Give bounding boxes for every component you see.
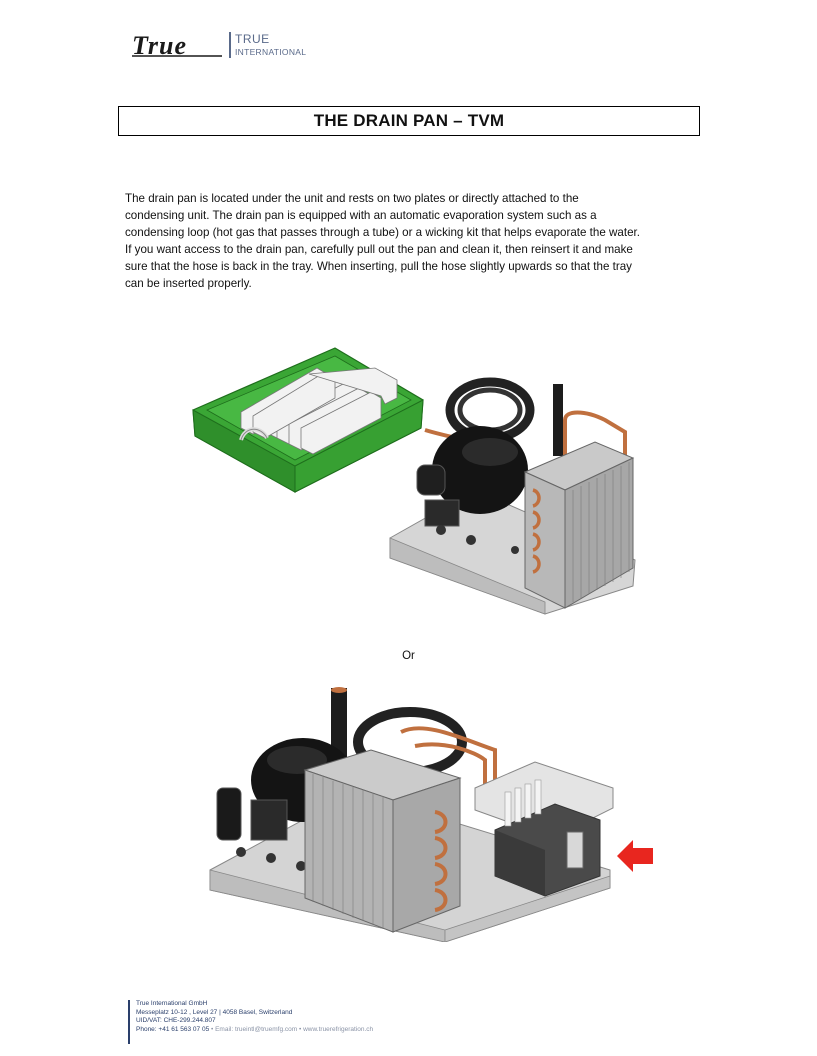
true-wordmark: True [132, 31, 222, 60]
footer-company: True International GmbH [136, 1000, 208, 1007]
condensing-unit-1 [389, 377, 636, 615]
footer-contact-block: True International GmbH Messeplatz 10-12… [128, 1000, 373, 1044]
body-line: sure that the hose is back in the tray. … [125, 260, 632, 273]
footer-phone-line: Phone: +41 61 563 07 05 • Email: trueint… [136, 1026, 373, 1035]
body-line: condensing unit. The drain pan is equipp… [125, 209, 597, 222]
page-title-box: THE DRAIN PAN – TVM [118, 106, 700, 136]
figure-1-illustration [192, 347, 636, 615]
svg-text:True: True [132, 31, 187, 60]
body-line: condensing loop (hot gas that passes thr… [125, 226, 640, 239]
logo-text-true: TRUE [235, 32, 270, 46]
body-line: can be inserted properly. [125, 277, 252, 290]
body-paragraph: The drain pan is located under the unit … [125, 190, 705, 292]
footer-vat: UID/VAT: CHE-299.244.807 [136, 1017, 216, 1024]
logo-text-international: INTERNATIONAL [235, 47, 307, 57]
true-logo: True TRUE INTERNATIONAL [130, 30, 310, 62]
figure-2-illustration [209, 687, 653, 943]
figure-unit-with-drain-pan [205, 680, 665, 943]
footer-address: Messeplatz 10-12 , Level 27 | 4058 Basel… [136, 1008, 293, 1016]
footer-email-website: • Email: trueintl@truemfg.com • www.true… [209, 1025, 374, 1033]
red-arrow-indicator [617, 840, 653, 872]
figure-drain-pan-and-unit [185, 340, 645, 615]
or-separator: Or [402, 650, 415, 662]
body-line: If you want access to the drain pan, car… [125, 243, 633, 256]
page-title: THE DRAIN PAN – TVM [313, 111, 505, 130]
body-line: The drain pan is located under the unit … [125, 192, 579, 205]
footer-phone: Phone: +41 61 563 07 05 [136, 1025, 210, 1033]
logo-divider [229, 32, 231, 58]
green-drain-pan [192, 347, 424, 493]
